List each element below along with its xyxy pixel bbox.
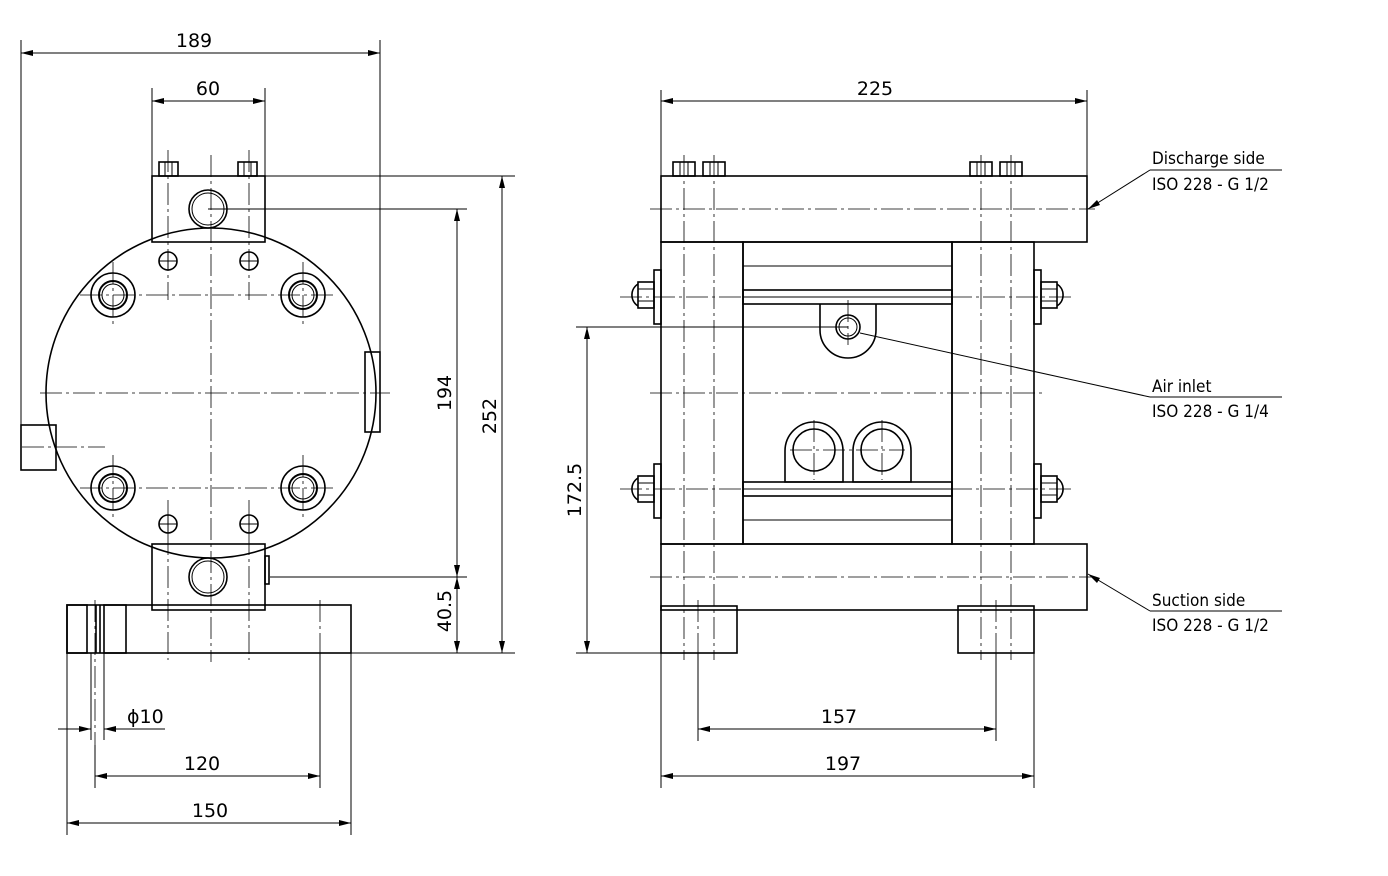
dim-120: 120 [94,653,321,788]
air-inlet-spec: ISO 228 - G 1/4 [1152,402,1269,422]
dim-252: 252 [265,175,515,654]
callout-suction: Suction side ISO 228 - G 1/2 [1087,573,1282,636]
dim-150-label: 150 [192,800,228,822]
side-top-bolts [672,161,1023,177]
dim-252-label: 252 [479,398,501,434]
dim-197-label: 197 [825,753,861,775]
dim-157-label: 157 [821,706,857,728]
dim-40-5: 40.5 [434,577,460,653]
front-base-plate [66,604,352,654]
side-view: 225 172.5 157 197 [564,78,1282,788]
valve-boss-left [784,421,844,483]
valve-boss-right [852,421,912,483]
left-air-lug [20,424,57,471]
cap-nut-lower-left [631,463,662,519]
base-hatch-left [66,604,88,654]
dim-197: 197 [660,653,1035,788]
air-inlet-boss [819,304,877,359]
suction-spec: ISO 228 - G 1/2 [1152,616,1269,636]
dim-phi10-label: ϕ10 [127,706,164,728]
bottom-port-circle [188,557,228,597]
discharge-title: Discharge side [1152,149,1265,169]
dim-60: 60 [151,78,266,176]
dim-225: 225 [660,78,1088,176]
dim-60-label: 60 [196,78,220,100]
discharge-spec: ISO 228 - G 1/2 [1152,175,1269,195]
base-hatch-right [103,604,127,654]
dim-150: 150 [66,653,352,835]
air-inlet-title: Air inlet [1152,377,1211,397]
cap-nut-upper-right [1033,269,1064,325]
suction-title: Suction side [1152,591,1245,611]
callout-air-inlet: Air inlet ISO 228 - G 1/4 [859,332,1282,422]
dim-157: 157 [697,653,997,741]
dim-194-label: 194 [434,375,456,411]
dim-172-5: 172.5 [564,326,848,654]
front-view: 189 60 194 40.5 [20,30,515,835]
front-centerlines [22,150,390,745]
dim-194: 194 [208,208,467,578]
dim-225-label: 225 [857,78,893,100]
dim-phi10: ϕ10 [58,653,165,740]
dim-189: 189 [20,30,381,425]
left-foot [660,605,738,654]
callout-discharge: Discharge side ISO 228 - G 1/2 [1087,149,1282,210]
side-centerlines [620,155,1095,660]
dim-120-label: 120 [184,753,220,775]
dim-172-5-label: 172.5 [564,463,586,517]
cap-nut-lower-right [1033,463,1064,519]
top-bolt-left [158,161,179,177]
small-screws [158,251,259,534]
dim-40-5-label: 40.5 [434,590,456,632]
top-bolt-right [237,161,258,177]
dim-189-label: 189 [176,30,212,52]
right-side-lug [364,351,381,433]
